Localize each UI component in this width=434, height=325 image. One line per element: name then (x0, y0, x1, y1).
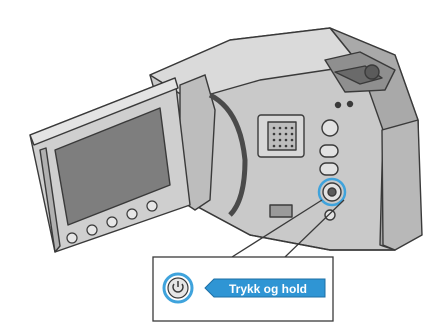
callout-text: Trykk og hold (229, 282, 307, 296)
power-icon (164, 274, 192, 302)
callout-label: Trykk og hold (205, 279, 325, 297)
